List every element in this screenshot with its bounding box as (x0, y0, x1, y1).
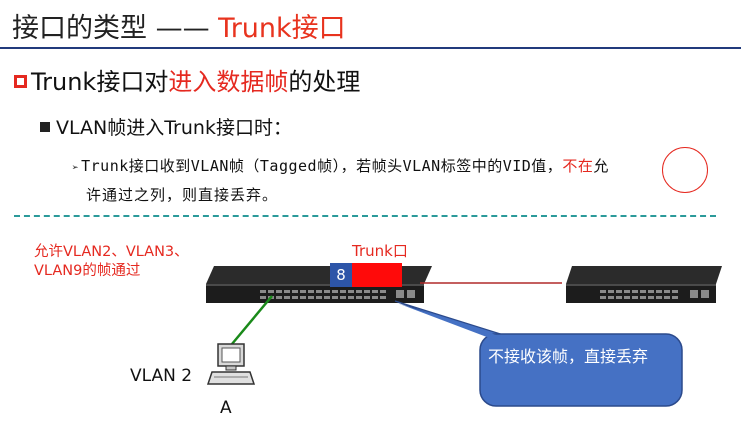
port-number-badge: 8 (330, 263, 352, 287)
allowed-vlans-note: 允许VLAN2、VLAN3、 VLAN9的帧通过 (34, 243, 189, 281)
host-link-line (232, 296, 272, 344)
callout-text: 不接收该帧，直接丢弃 (488, 345, 663, 369)
allowed-vlans-line-2: VLAN9的帧通过 (34, 262, 189, 281)
host-vlan-label: VLAN 2 (130, 366, 192, 386)
computer-icon (208, 344, 254, 384)
switch-right-icon (566, 266, 722, 303)
host-name-label: A (220, 398, 232, 418)
trunk-port-label: Trunk口 (352, 240, 408, 261)
allowed-vlans-line-1: 允许VLAN2、VLAN3、 (34, 243, 189, 262)
trunk-port-highlight (352, 263, 402, 287)
